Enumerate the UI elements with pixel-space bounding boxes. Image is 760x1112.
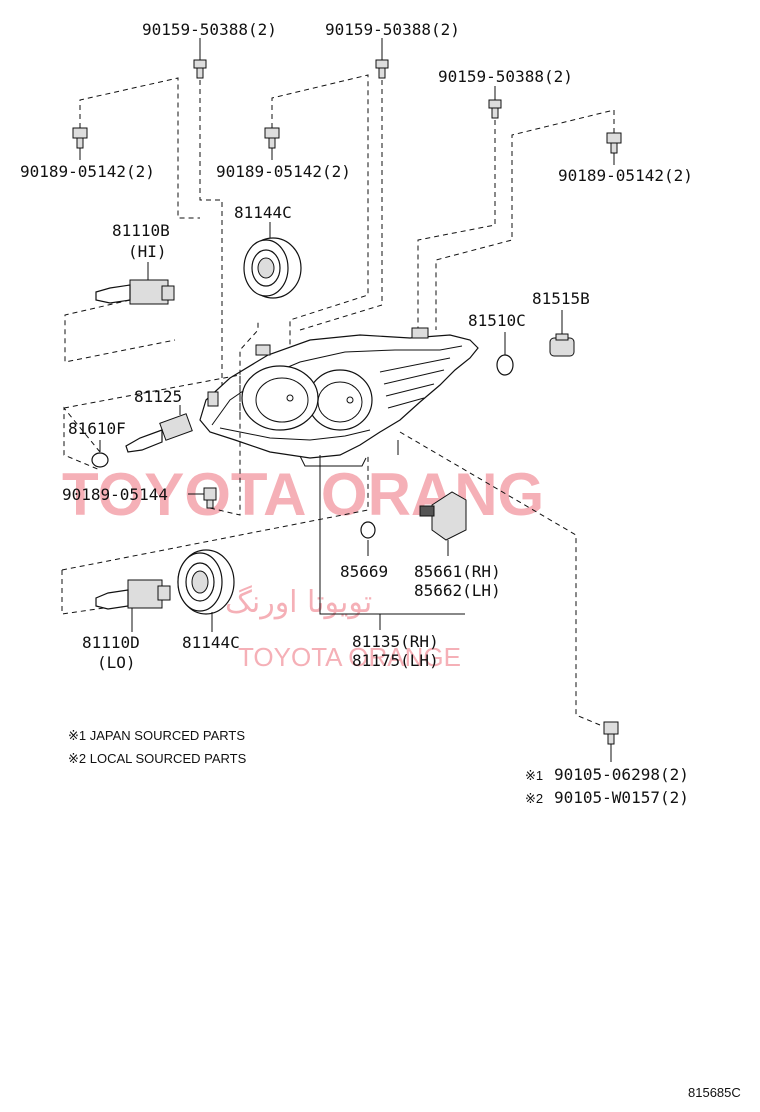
label-screw1-pn: 90105-06298(2) xyxy=(554,765,689,784)
watermark-sub: TOYOTA ORANGE xyxy=(238,642,461,672)
label-clip-05144: 90189-05144 xyxy=(62,485,168,504)
clip-90189-05144-icon xyxy=(188,487,217,509)
cover-top-icon xyxy=(243,222,302,299)
label-clip-right: 90189-05142(2) xyxy=(558,166,693,185)
label-bulb-lo-sub: (LO) xyxy=(97,653,136,672)
bulb-lo-icon xyxy=(95,579,171,632)
cover-bottom-icon xyxy=(177,549,235,632)
leader-bulb-lo-b xyxy=(61,455,369,571)
bulb-81510c-icon xyxy=(496,332,514,376)
label-cover-top: 81144C xyxy=(234,203,292,222)
label-headlamp-rh: 81135(RH) xyxy=(352,632,439,651)
clip-right-icon xyxy=(606,132,622,165)
label-clip-left: 90189-05142(2) xyxy=(20,162,155,181)
socket-81515b-icon xyxy=(549,310,575,357)
label-actuator-rh: 85661(RH) xyxy=(414,562,501,581)
label-oring: 85669 xyxy=(340,562,388,581)
bulb-81610f-icon xyxy=(91,440,109,468)
clip-mid-icon xyxy=(264,127,280,160)
leader-bolt-top-mid xyxy=(299,80,383,331)
label-bolt-top-mid: 90159-50388(2) xyxy=(325,20,460,39)
clip-left-icon xyxy=(72,127,88,160)
label-screw1-mark: ※1 xyxy=(525,768,543,783)
leader-clip-right xyxy=(435,109,615,330)
leader-81610f xyxy=(63,406,101,471)
label-bulb-lo: 81110D xyxy=(82,633,140,652)
socket-81125-icon xyxy=(125,405,193,453)
label-81125: 81125 xyxy=(134,387,182,406)
label-screw2-pn: 90105-W0157(2) xyxy=(554,788,689,807)
label-actuator-lh: 85662(LH) xyxy=(414,581,501,600)
oring-85669-icon xyxy=(360,521,376,556)
leader-clip-mid xyxy=(271,74,369,350)
note-local-sourced: ※2 LOCAL SOURCED PARTS xyxy=(68,751,247,766)
label-81515b: 81515B xyxy=(532,289,590,308)
label-bolt-right: 90159-50388(2) xyxy=(438,67,573,86)
headlamp-assembly-icon xyxy=(199,327,479,467)
leader-bulb-hi xyxy=(64,299,176,363)
leader-screw xyxy=(399,431,601,726)
bolt-top-mid-icon xyxy=(375,38,389,79)
leader-clip-05144 xyxy=(209,320,259,516)
bolt-right-icon xyxy=(488,86,502,119)
label-screw2-mark: ※2 xyxy=(525,791,543,806)
label-bulb-hi: 81110B xyxy=(112,221,170,240)
leader-bolt-right xyxy=(417,120,496,335)
actuator-icon xyxy=(419,491,467,556)
bolt-top-left-icon xyxy=(193,38,207,79)
label-bolt-top-left: 90159-50388(2) xyxy=(142,20,277,39)
label-bulb-hi-sub: (HI) xyxy=(128,242,167,261)
bracket-headlamp xyxy=(319,455,465,615)
screw-icon xyxy=(603,721,619,762)
leader-clip-left xyxy=(79,77,200,219)
label-headlamp-lh: 81175(LH) xyxy=(352,651,439,670)
bulb-hi-icon xyxy=(95,262,175,305)
label-clip-mid: 90189-05142(2) xyxy=(216,162,351,181)
leader-bolt-top-left xyxy=(199,80,223,420)
label-cover-bottom: 81144C xyxy=(182,633,240,652)
label-81610f: 81610F xyxy=(68,419,126,438)
label-81510c: 81510C xyxy=(468,311,526,330)
diagram-code: 815685C xyxy=(688,1085,741,1100)
note-japan-sourced: ※1 JAPAN SOURCED PARTS xyxy=(68,728,245,743)
watermark-persian: تویوتا اورنگ xyxy=(225,585,372,620)
leader-81125 xyxy=(63,374,241,420)
